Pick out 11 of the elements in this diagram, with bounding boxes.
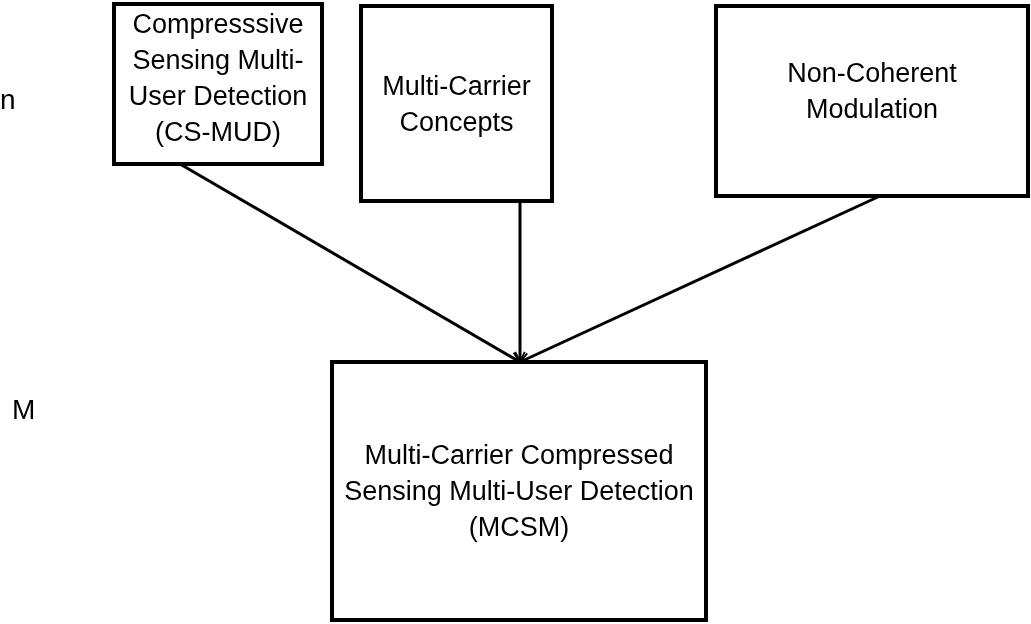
arrow xyxy=(514,201,526,363)
process-box xyxy=(330,360,708,622)
process-box xyxy=(112,2,324,166)
text-fragment: n xyxy=(0,84,16,116)
process-box xyxy=(359,4,554,203)
process-box xyxy=(714,4,1030,198)
box-text: Multi-Carrier Compressed Sensing Multi-User Detection (MCSM) xyxy=(343,439,695,544)
box-text: Multi-Carrier Concepts xyxy=(381,69,532,139)
text-fragment: M xyxy=(12,394,36,426)
box-text: Non-Coherent Modulation xyxy=(786,57,958,126)
box-text: Compresssive Sensing Multi-User Detection (CS-MUD) xyxy=(127,8,309,149)
